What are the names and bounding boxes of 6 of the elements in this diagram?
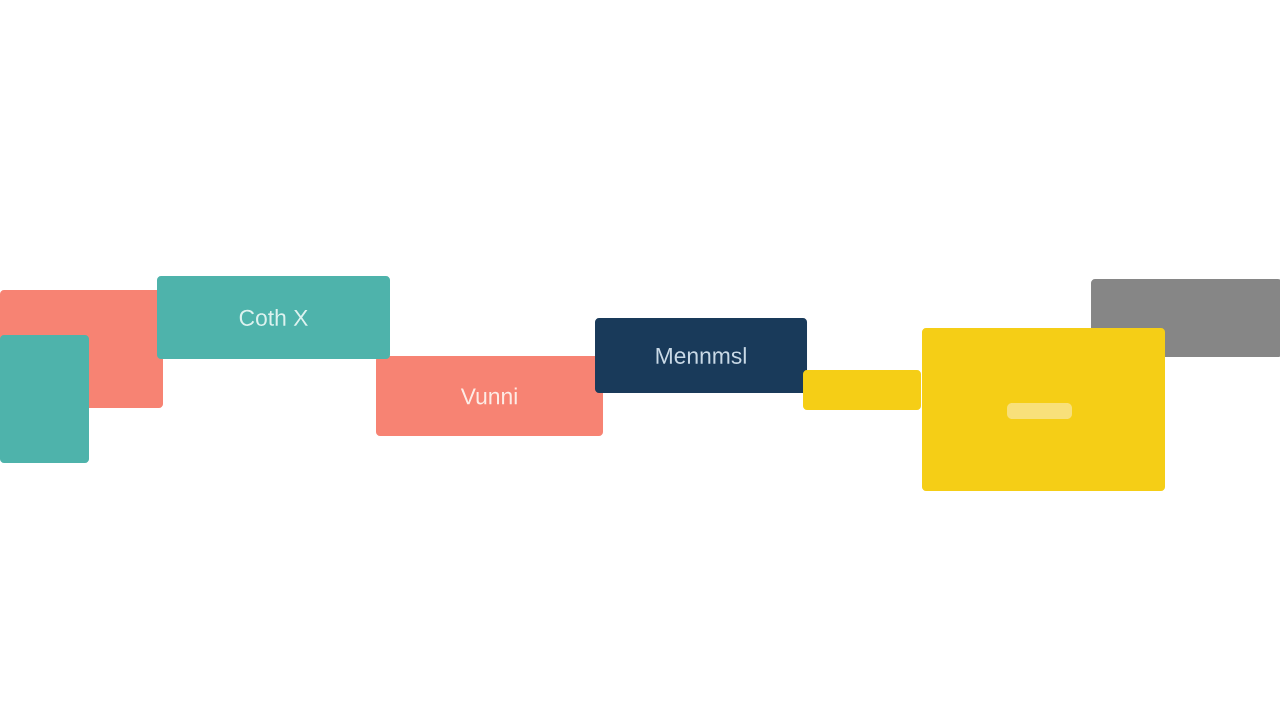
blank-box <box>922 328 1165 491</box>
label-box: Mennmsl <box>595 318 807 393</box>
blank-box <box>0 335 89 463</box>
label-box: Vunni <box>376 356 603 436</box>
label-box: Coth X <box>157 276 390 359</box>
blank-box <box>803 370 921 410</box>
